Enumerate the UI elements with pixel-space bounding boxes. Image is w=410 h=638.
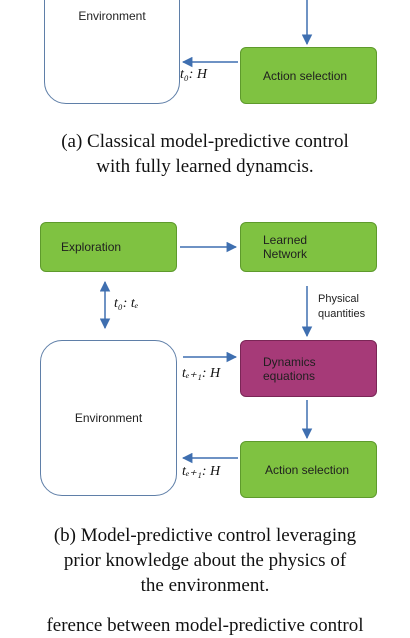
learned-network-label-line1: Learned [263,233,308,247]
environment-box-b: Environment [40,340,177,496]
explore-env-edge-label: t₀: tₑ [114,296,139,311]
caption-b-line1: (b) Model-predictive control leveraging [53,525,357,546]
exploration-box: Exploration [40,222,177,272]
dynamics-label-line2: equations [263,368,316,383]
action-selection-box-b: Action selection [240,441,377,498]
action-selection-label-b: Action selection [265,462,350,477]
caption-b-line3: the environment. [140,575,270,596]
action-selection-label-a: Action selection [263,68,348,83]
environment-label-b: Environment [74,411,143,425]
caption-a-line1: (a) Classical model-predictive control [61,131,349,152]
physical-quantities-line2: quantities [318,308,366,320]
learned-network-label-line2: Network [263,247,308,261]
caption-b-line2: prior knowledge about the physics of [63,550,347,571]
dynamics-label-line1: Dynamics [263,354,316,369]
environment-box-a: Environment [44,0,180,104]
exploration-label: Exploration [61,240,122,254]
caption-a-line2: with fully learned dynamcis. [96,156,314,177]
physical-quantities-label: Physical quantities [318,292,365,322]
action-selection-box-a: Action selection [240,47,377,104]
to-dynamics-edge-label: tₑ₊₁: H [182,366,221,381]
edge-label-a: t₀: H [180,67,208,82]
physical-quantities-line1: Physical [318,293,359,305]
dynamics-equations-box: Dynamics equations [240,340,377,397]
to-env-edge-label: tₑ₊₁: H [182,464,221,479]
learned-network-box: Learned Network [240,222,377,272]
environment-label-a: Environment [78,9,146,23]
